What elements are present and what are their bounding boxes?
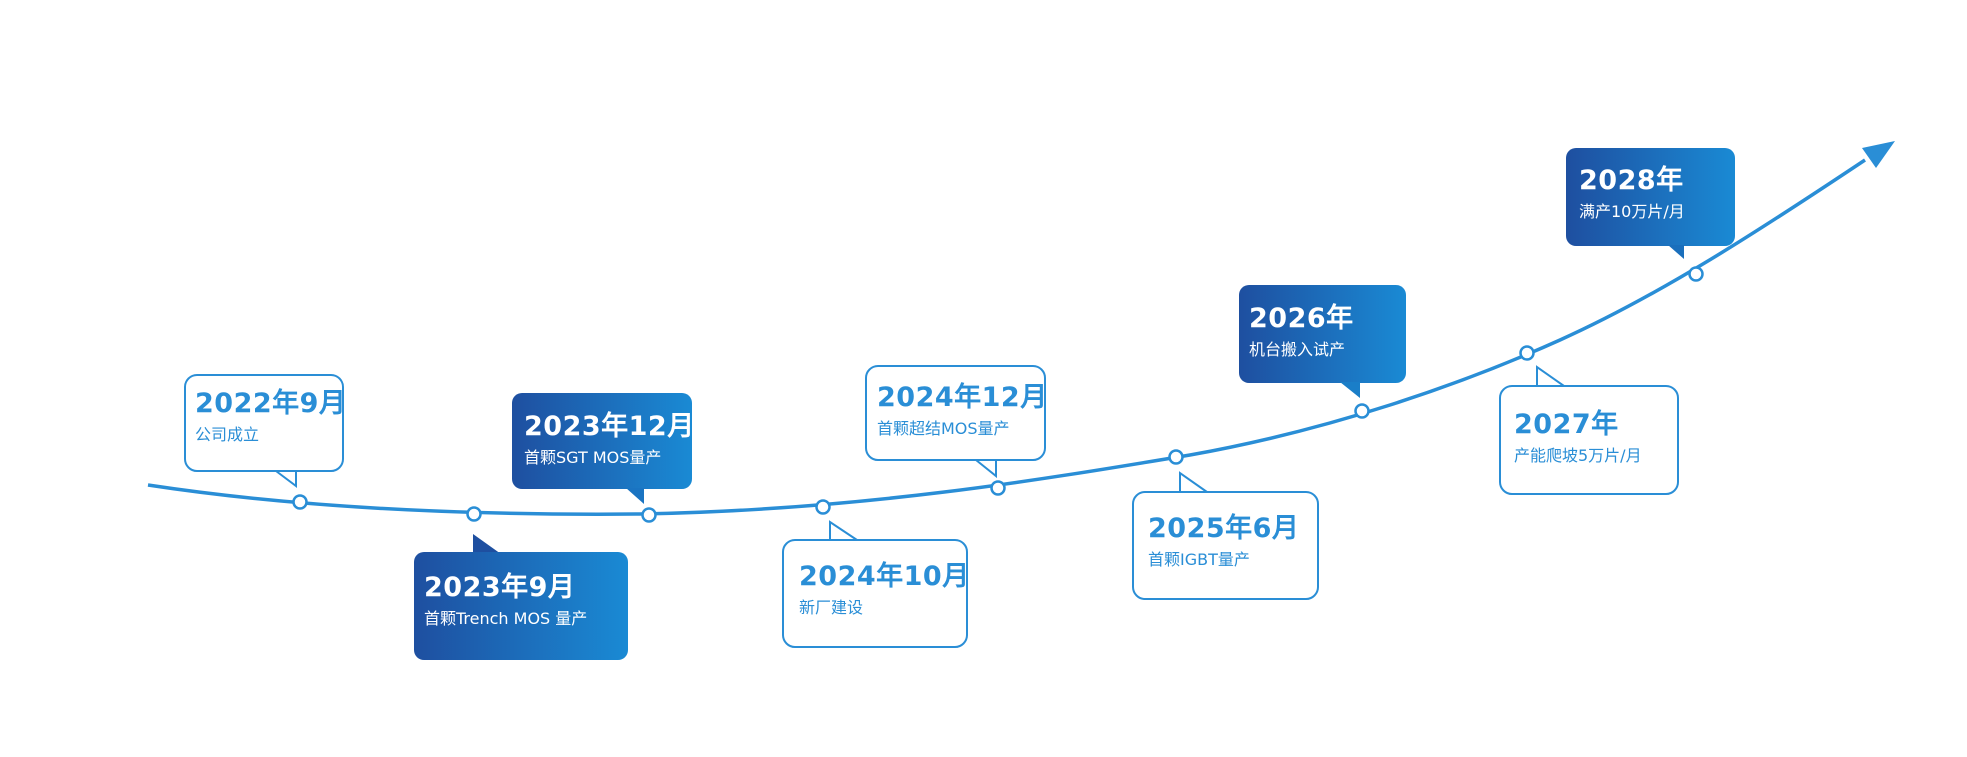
milestone-dot-2027 (1519, 345, 1535, 361)
milestone-year: 2024年10月 (799, 561, 970, 592)
timeline-line (147, 158, 1866, 516)
bubble-tail-2023-9 (473, 534, 501, 554)
bubble-tail-2024-12 (975, 459, 997, 479)
milestone-desc: 首颗超结MOS量产 (877, 419, 1010, 438)
milestone-bubble-2028: 2028年 满产10万片/月 (1566, 148, 1735, 246)
milestone-bubble-2026: 2026年 机台搬入试产 (1239, 285, 1406, 383)
milestone-desc: 机台搬入试产 (1249, 340, 1346, 359)
milestone-dot-2028 (1688, 266, 1704, 282)
bubble-tail-2027 (1536, 365, 1565, 387)
timeline-arrowhead-icon (1862, 141, 1895, 168)
milestone-bubble-2024-10: 2024年10月 新厂建设 (782, 539, 970, 648)
milestone-year: 2022年9月 (195, 388, 347, 419)
milestone-bubble-2022-9: 2022年9月 公司成立 (184, 374, 347, 472)
milestone-desc: 满产10万片/月 (1579, 202, 1685, 221)
milestone-bubble-2025-6: 2025年6月 首颗IGBT量产 (1132, 491, 1319, 600)
milestone-year: 2028年 (1579, 165, 1684, 196)
milestone-year: 2025年6月 (1148, 513, 1300, 544)
bubble-tail-2025-6 (1179, 471, 1208, 493)
milestone-desc: 新厂建设 (799, 598, 864, 617)
milestone-dot-2026 (1354, 403, 1370, 419)
milestone-dot-2024-12 (990, 480, 1006, 496)
milestone-dot-2023-12 (641, 507, 657, 523)
milestone-desc: 首颗Trench MOS 量产 (424, 609, 588, 628)
milestone-bubble-2023-9: 2023年9月 首颗Trench MOS 量产 (414, 552, 628, 660)
milestone-year: 2026年 (1249, 303, 1354, 334)
milestone-desc: 产能爬坡5万片/月 (1514, 446, 1642, 465)
milestone-year: 2024年12月 (877, 382, 1048, 413)
milestone-desc: 公司成立 (195, 425, 260, 444)
bubble-tail-2023-12 (626, 488, 644, 504)
milestone-dot-2025-6 (1168, 449, 1184, 465)
milestone-bubble-2027: 2027年 产能爬坡5万片/月 (1499, 385, 1679, 495)
milestone-dot-2022-9 (292, 494, 308, 510)
bubble-tail-2022-9 (275, 470, 297, 488)
milestone-bubble-2023-12: 2023年12月 首颗SGT MOS量产 (512, 393, 695, 489)
milestone-desc: 首颗IGBT量产 (1148, 550, 1250, 569)
bubble-tail-2024-10 (829, 520, 858, 541)
milestone-desc: 首颗SGT MOS量产 (524, 448, 662, 467)
milestone-year: 2023年9月 (424, 572, 576, 603)
bubble-tail-2026 (1340, 382, 1360, 398)
bubble-tail-2028 (1668, 245, 1684, 259)
milestone-dot-2024-10 (815, 499, 831, 515)
milestone-year: 2023年12月 (524, 411, 695, 442)
milestone-dot-2023-9 (466, 506, 482, 522)
milestone-bubble-2024-12: 2024年12月 首颗超结MOS量产 (865, 365, 1048, 461)
milestone-year: 2027年 (1514, 409, 1619, 440)
